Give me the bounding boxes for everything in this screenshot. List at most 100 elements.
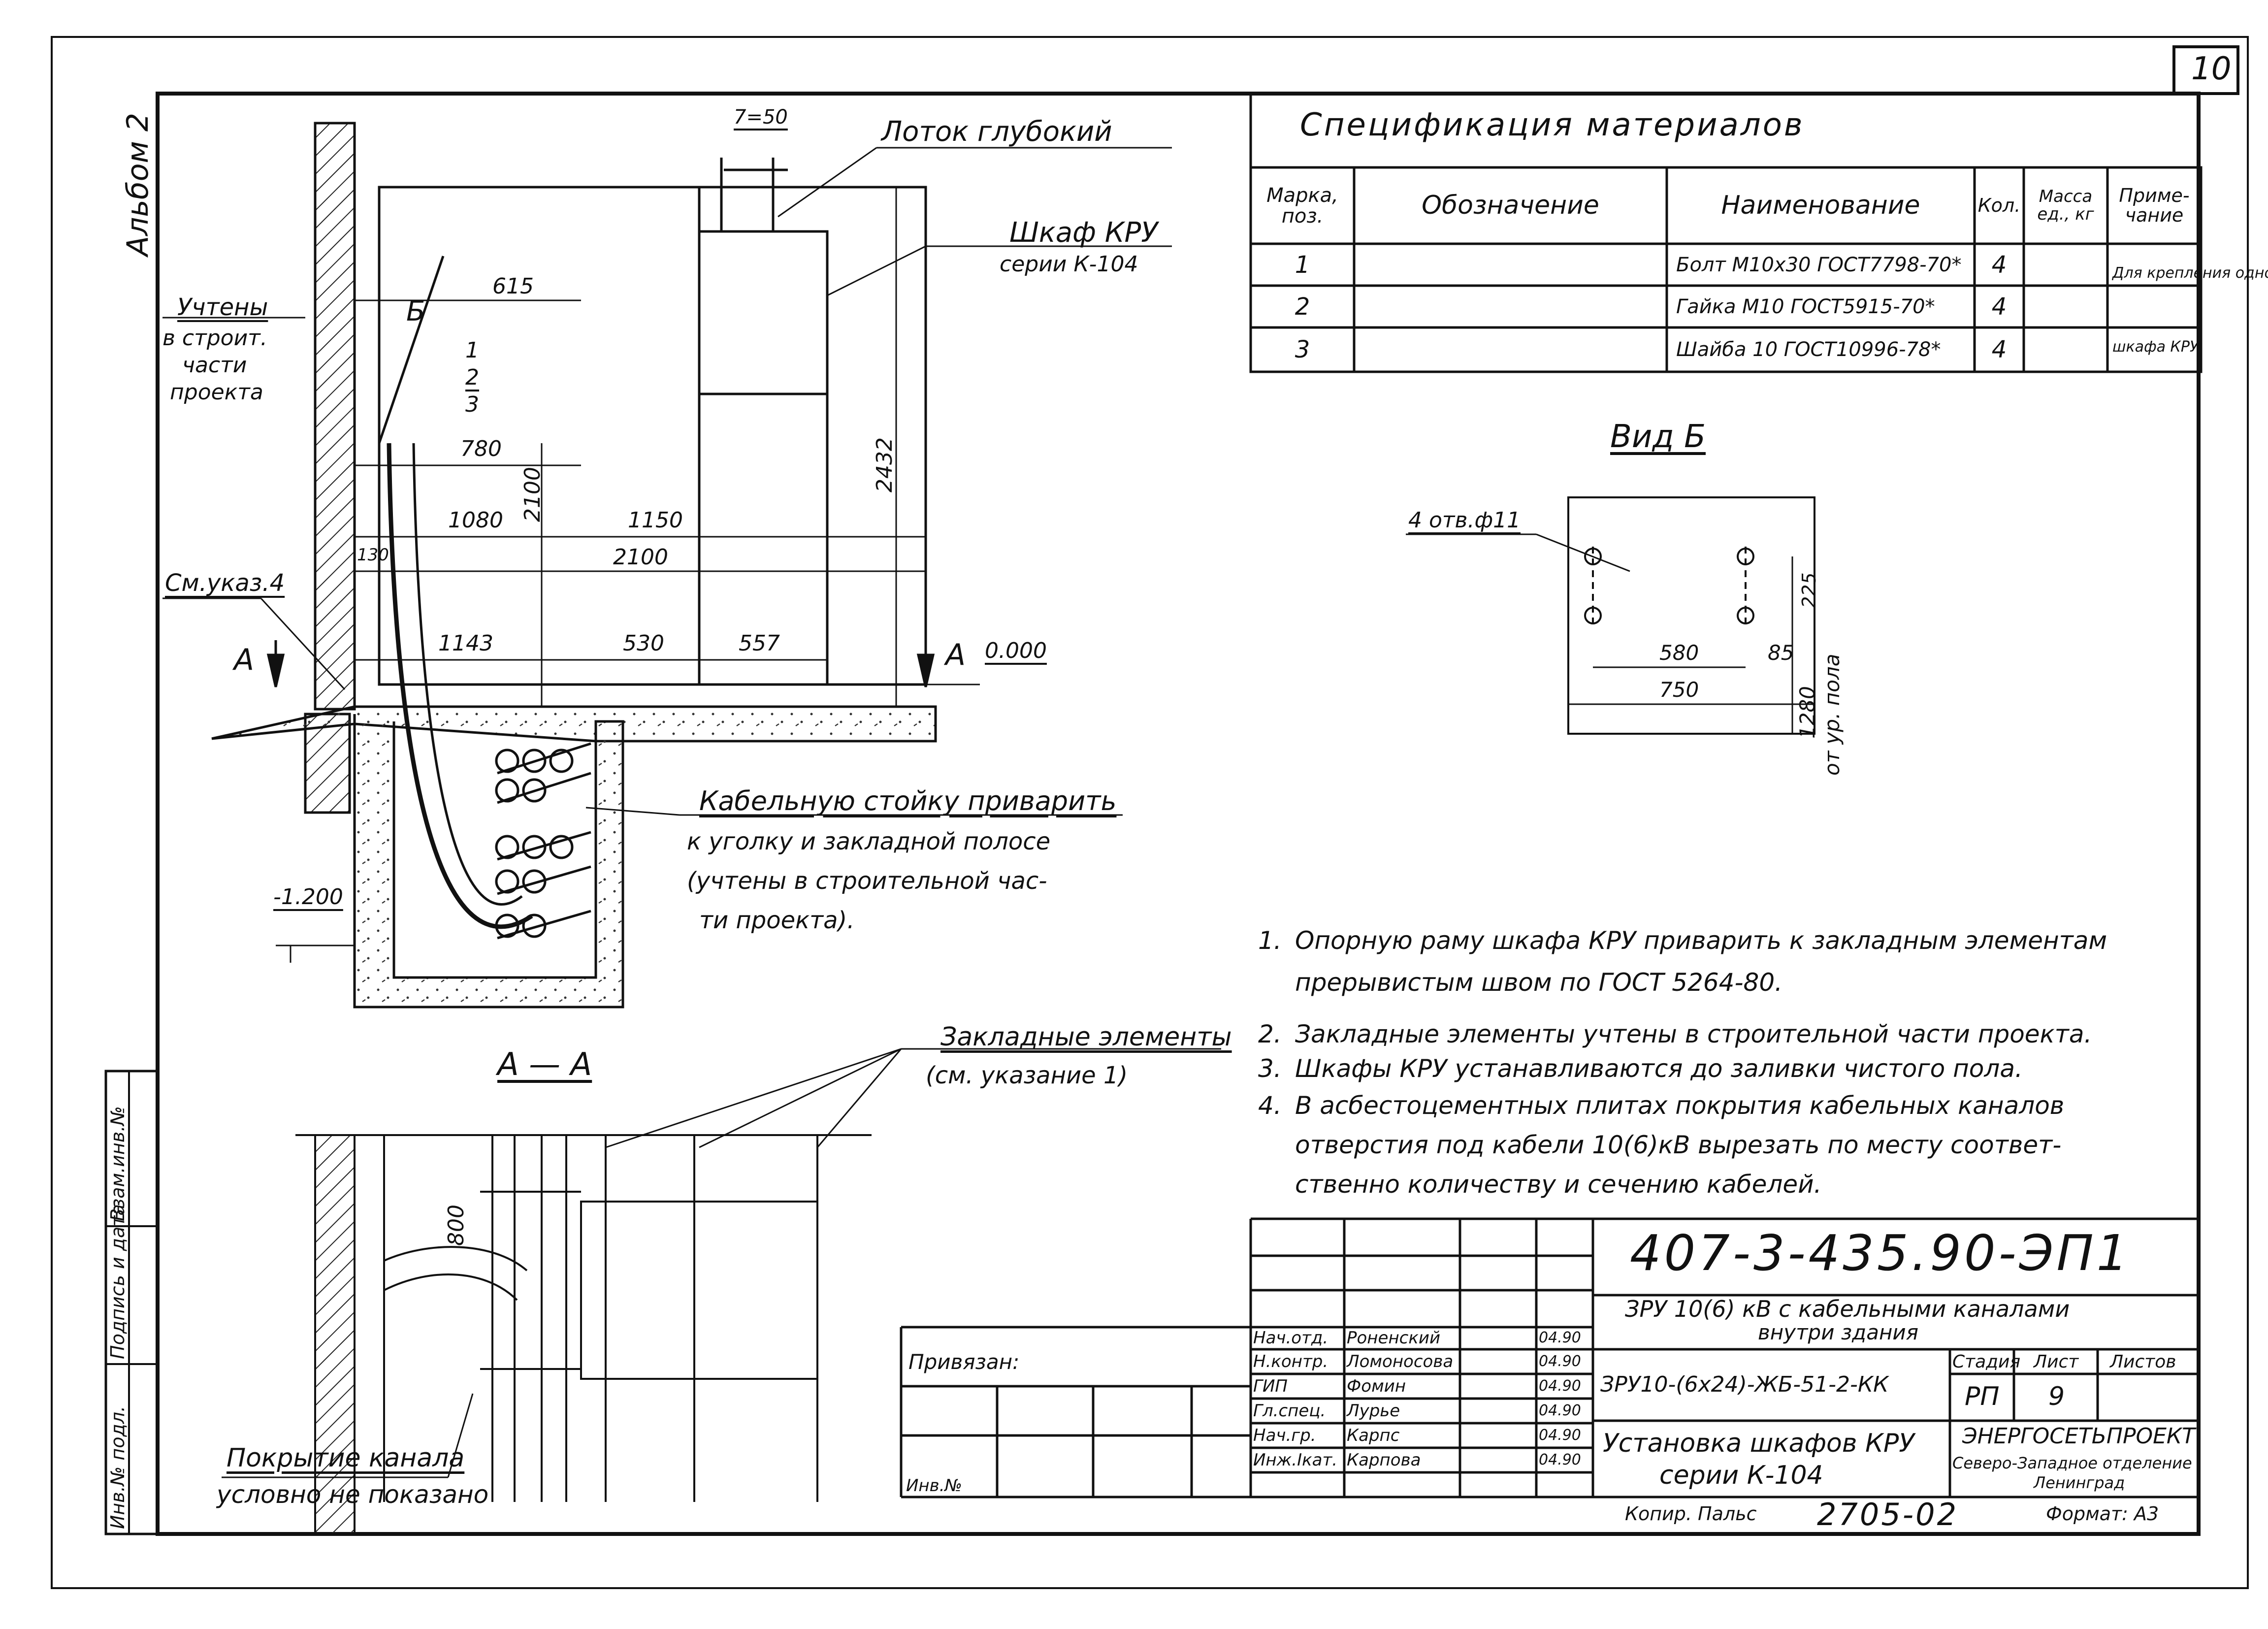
pos-mark-3: 3 [465, 392, 479, 417]
section-mark-right: А [945, 638, 966, 672]
tray-label: Лоток глубокий [881, 116, 1112, 148]
spec-row-1-pos: 1 [1295, 251, 1310, 279]
view-b-title: Вид Б [1610, 419, 1706, 455]
spec-note-1: Для крепления одного [2112, 264, 2268, 282]
view-b-floor: от ур. пола [1820, 653, 1844, 776]
stage-label: Стадия [1952, 1352, 2021, 1372]
section-mark-left: А [234, 643, 255, 677]
spec-row-3-qty: 4 [1991, 335, 2007, 363]
subject-line-2: внутри здания [1758, 1320, 1918, 1344]
document-code: 407-3-435.90-ЭП1 [1630, 1224, 2131, 1282]
note-4-num: 4. [1258, 1091, 1282, 1120]
spec-header-name: Наименование [1721, 191, 1920, 221]
weld-note-1: Кабельную стойку приварить [699, 785, 1117, 816]
album-label: Альбом 2 [121, 113, 155, 256]
ref-note-4: См.указ.4 [165, 569, 285, 597]
note-3-num: 3. [1258, 1054, 1282, 1083]
spec-header-mass: Масса ед., кг [2037, 186, 2094, 224]
cabinet-label: Шкаф КРУ [1009, 217, 1158, 249]
note-1-line-1: Опорную раму шкафа КРУ приварить к закла… [1295, 926, 2107, 955]
sig-role-2: Н.контр. [1253, 1352, 1328, 1371]
view-mark-b: Б [406, 295, 425, 327]
accounted-label-1: Учтены [177, 293, 268, 321]
copied-label: Копир. Пальс [1625, 1503, 1757, 1525]
view-b-drawing [1406, 496, 1815, 735]
sheets-label: Листов [2110, 1352, 2176, 1372]
cable-racks [495, 742, 591, 940]
leader-lines [162, 147, 1172, 816]
dim-530: 530 [623, 631, 664, 656]
spec-row-3-name: Шайба 10 ГОСТ10996-78* [1676, 338, 1941, 361]
sig-date-4: 04.90 [1539, 1402, 1581, 1419]
privyazan-label: Привязан: [908, 1350, 1020, 1374]
accounted-label-3: части [182, 353, 247, 378]
pos-mark-1: 1 [465, 338, 479, 363]
spec-note-2: шкафа КРУ [2112, 338, 2199, 356]
view-b-dim-225: 225 [1798, 572, 1820, 608]
cover-note-1: Покрытие канала [227, 1443, 465, 1473]
dim-130: 130 [357, 545, 389, 565]
sig-date-6: 04.90 [1539, 1451, 1581, 1468]
spec-row-2-qty: 4 [1991, 293, 2007, 321]
spec-title: Спецификация материалов [1300, 107, 1805, 143]
spec-row-3-pos: 3 [1295, 335, 1310, 363]
sig-name-5: Карпс [1347, 1426, 1400, 1445]
spec-header-designation: Обозначение [1422, 191, 1599, 221]
sig-name-1: Роненский [1347, 1328, 1441, 1348]
side-stamp-inv: Инв.№ подл. [107, 1405, 129, 1529]
sig-name-3: Фомин [1347, 1376, 1406, 1396]
side-stamp-sign: Подпись и дата [107, 1204, 129, 1359]
sig-name-4: Лурье [1347, 1401, 1400, 1421]
org-name: ЭНЕРГОСЕТЬПРОЕКТ [1962, 1424, 2196, 1449]
main-elevation [162, 122, 1172, 1009]
accounted-label-2: в строит. [162, 326, 267, 351]
weld-note-3: (учтены в строительной час- [687, 867, 1047, 895]
note-4-line-1: В асбестоцементных плитах покрытия кабел… [1295, 1091, 2065, 1120]
sheet-label: Лист [2034, 1352, 2079, 1372]
section-aa-dim-800: 800 [444, 1205, 469, 1246]
subject-line-1: ЗРУ 10(6) кВ с кабельными каналами [1625, 1296, 2070, 1322]
note-1-num: 1. [1258, 926, 1282, 955]
dim-2100-vertical: 2100 [520, 467, 545, 522]
sig-role-1: Нач.отд. [1253, 1328, 1328, 1348]
cover-note-2: условно не показано [217, 1480, 489, 1509]
sig-date-5: 04.90 [1539, 1427, 1581, 1444]
sig-role-6: Инж.Iкат. [1253, 1450, 1338, 1470]
view-b-dim-580: 580 [1659, 641, 1699, 665]
dim-1150: 1150 [628, 508, 683, 533]
spec-row-1-qty: 4 [1991, 251, 2007, 279]
section-aa-drawing [222, 1048, 1221, 1535]
stage-value: РП [1965, 1382, 2000, 1411]
spec-header-note: Приме- чание [2119, 184, 2190, 226]
dim-780: 780 [460, 436, 502, 461]
tray-dim: 7=50 [734, 106, 788, 129]
view-b-dim-1280: 1280 [1795, 686, 1819, 739]
spec-header-pos: Марка, поз. [1266, 184, 1338, 228]
note-4-line-3: ственно количеству и сечению кабелей. [1295, 1170, 1822, 1199]
dim-1080: 1080 [448, 508, 503, 533]
embedded-ref: (см. указание 1) [926, 1062, 1128, 1089]
weld-note-4: ти проекта). [699, 907, 855, 934]
note-2-num: 2. [1258, 1020, 1282, 1048]
spec-row-1-name: Болт М10х30 ГОСТ7798-70* [1676, 254, 1962, 276]
sheet-title-1: Установка шкафов КРУ [1603, 1429, 1914, 1458]
spec-row-2-pos: 2 [1295, 293, 1310, 321]
accounted-label-4: проекта [170, 380, 263, 405]
note-1-line-2: прерывистым швом по ГОСТ 5264-80. [1295, 968, 1783, 997]
dim-557: 557 [739, 631, 780, 656]
dim-615: 615 [492, 274, 534, 299]
pos-mark-2: 2 [465, 365, 479, 390]
sheet-title-2: серии К-104 [1659, 1461, 1823, 1490]
note-4-line-2: отверстия под кабели 10(6)кВ вырезать по… [1295, 1131, 2062, 1159]
inv-no-label: Инв.№ [906, 1476, 962, 1496]
dim-2432: 2432 [872, 437, 897, 492]
view-b-holes: 4 отв.ф11 [1408, 508, 1521, 533]
level-minus: -1.200 [273, 884, 343, 910]
note-2-line-1: Закладные элементы учтены в строительной… [1295, 1020, 2092, 1048]
drawing-code: ЗРУ10-(6х24)-ЖБ-51-2-КК [1600, 1372, 1889, 1397]
spec-header-qty: Кол. [1977, 194, 2021, 216]
sig-date-2: 04.90 [1539, 1353, 1581, 1370]
org-division: Северо-Западное отделение [1952, 1454, 2192, 1472]
title-block [900, 1217, 2199, 1499]
